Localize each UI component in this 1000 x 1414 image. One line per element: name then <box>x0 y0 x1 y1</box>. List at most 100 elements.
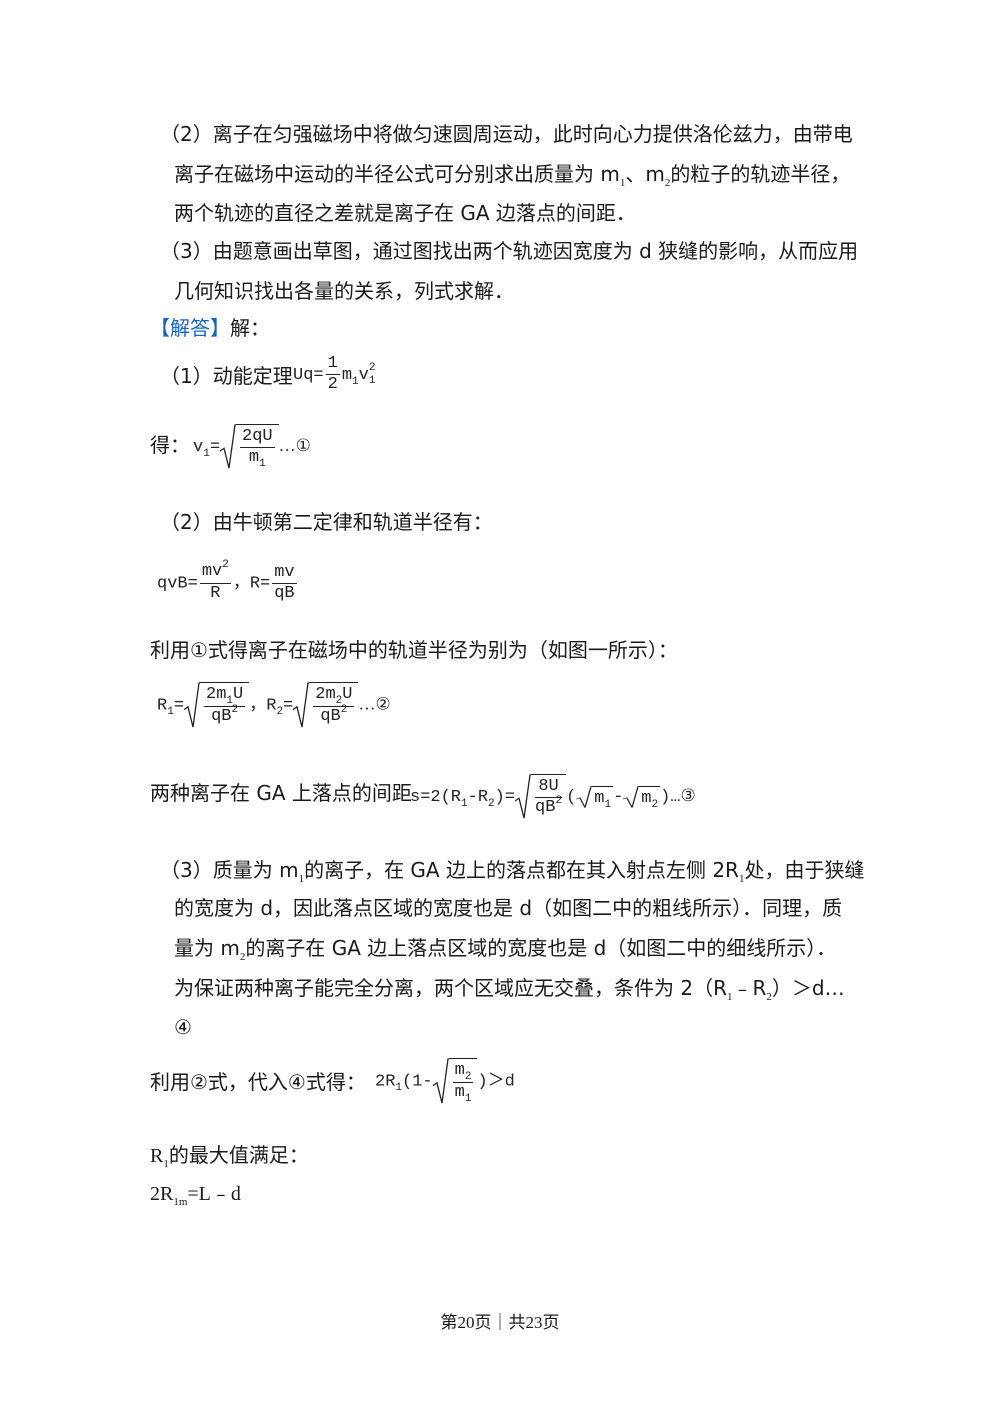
subscript: 2 <box>239 951 246 963</box>
fraction-denominator: qB2 <box>204 704 245 728</box>
numerator-text: mv <box>201 562 223 581</box>
page-footer: 第20页｜共23页 <box>440 1313 560 1332</box>
use-eq2-text: 利用②式，代入④式得： <box>150 1070 366 1094</box>
radical-icon <box>432 1058 449 1104</box>
step3-line4: 为保证两种离子能完全分离，两个区域应无交叠，条件为 2（R1﹣R2）＞d… <box>174 974 845 1006</box>
step2-text: （2）由牛顿第二定律和轨道半径有： <box>160 510 493 534</box>
subscript: 2 <box>664 177 671 189</box>
step3-line4-b: ﹣R <box>732 976 767 1000</box>
step3-line5: ④ <box>174 1015 192 1039</box>
step3-line4-c: ）＞d… <box>771 976 845 1000</box>
radical-icon <box>623 785 640 808</box>
subscript: 2 <box>464 1071 472 1083</box>
comma: ， <box>249 694 267 714</box>
equation-marker-2: …② <box>358 694 391 714</box>
subscript: 1 <box>352 375 359 388</box>
fraction-denominator: m1 <box>240 448 275 470</box>
fraction-denominator: 2 <box>327 375 338 394</box>
analysis-p2-line2-a: 离子在磁场中运动的半径公式可分别求出质量为 m <box>174 162 620 186</box>
equals-sign: )= <box>494 787 516 807</box>
open-paren: (1- <box>402 1072 433 1092</box>
superscript: 2 <box>222 559 229 571</box>
fraction-denominator: R <box>210 584 221 603</box>
mass-symbol: m <box>641 788 652 808</box>
equals-sign: = <box>173 696 185 716</box>
equals-sign: = <box>209 437 221 457</box>
sqrt-sign: m2 <box>623 785 661 811</box>
numerator-voltage: U <box>342 685 353 704</box>
gap-text: 两种离子在 GA 上落点的间距 <box>150 781 412 805</box>
minus-sign: - <box>613 787 624 807</box>
formula-newton-separator: ，R= <box>232 574 271 594</box>
fraction-numerator: 1 <box>325 354 340 375</box>
fraction-numerator: mv2 <box>199 559 231 584</box>
subscript: 1 <box>368 374 376 387</box>
subscript: 1 <box>259 458 266 470</box>
fraction-numerator: 2m2U <box>313 685 355 707</box>
step3-line2: 的宽度为 d，因此落点区域的宽度也是 d（如图二中的粗线所示）．同理，质 <box>174 896 843 920</box>
radical-icon <box>220 424 237 469</box>
step1-text: （1）动能定理 <box>160 364 293 388</box>
last-equation-lhs: 2R <box>150 1183 174 1205</box>
subscript: 1 <box>604 798 612 811</box>
superscript: 2 <box>340 704 348 716</box>
equation-marker-1: …① <box>278 435 311 455</box>
step3-line4-a: 为保证两种离子能完全分离，两个区域应无交叠，条件为 2（R <box>174 976 727 1000</box>
radical-icon <box>293 682 310 728</box>
sqrt-body: m2 <box>639 785 661 811</box>
sqrt-sign: m1 <box>576 785 614 811</box>
fraction-denominator: m1 <box>453 1083 474 1105</box>
de-label: 得： <box>150 433 190 457</box>
subscript: 1 <box>163 1158 169 1170</box>
superscript: 2 <box>231 704 239 716</box>
subscript: 2 <box>276 706 284 719</box>
denominator-mass: m <box>248 448 260 467</box>
subscript: 1 <box>226 695 234 707</box>
fraction-numerator: 8U <box>535 777 563 798</box>
formula-condition-tail: )＞d <box>477 1072 515 1092</box>
step3-line1-b: 的离子，在 GA 边上的落点都在其入射点左侧 2R <box>304 858 739 882</box>
subscript: 2 <box>488 797 495 810</box>
use-eq1-text: 利用①式得离子在磁场中的轨道半径为别为（如图一所示）： <box>150 638 678 662</box>
subscript: 2 <box>766 991 772 1003</box>
max-text: R1的最大值满足： <box>150 1141 309 1173</box>
sqrt-body: m1 <box>592 785 614 811</box>
analysis-p2-line3: 两个轨迹的直径之差就是离子在 GA 边落点的间距． <box>174 201 636 225</box>
last-equation: 2R1m=L﹣d <box>150 1180 241 1211</box>
subscript: 1 <box>726 991 733 1003</box>
mass-symbol: m <box>594 788 605 808</box>
subscript: 1 <box>395 1082 403 1095</box>
numerator-text: 2m <box>206 685 227 704</box>
subscript: 1 <box>461 797 468 810</box>
formula-velocity: v <box>358 365 369 385</box>
equation-marker-3: )…③ <box>660 787 696 807</box>
subscript: 1 <box>167 706 174 719</box>
step3-line3-a: 量为 m <box>174 936 240 960</box>
numerator-text: 2m <box>315 685 336 704</box>
denominator-mass: m <box>454 1083 465 1102</box>
denominator-text: qB <box>211 707 232 726</box>
subscript: 1 <box>738 873 745 885</box>
max-text-rest: 的最大值满足： <box>168 1143 309 1167</box>
analysis-p2-line2-b: 、m <box>625 162 665 186</box>
analysis-p2-line1: （2）离子在匀强磁场中将做匀速圆周运动，此时向心力提供洛伦兹力，由带电 <box>160 122 853 146</box>
open-paren: ( <box>566 787 577 807</box>
fraction-numerator: 2m1U <box>204 685 246 707</box>
subscript: 1 <box>298 873 305 885</box>
fraction-denominator: qB2 <box>313 704 354 728</box>
fraction-denominator: qB <box>274 583 295 603</box>
radius-1-symbol: R <box>157 696 168 716</box>
